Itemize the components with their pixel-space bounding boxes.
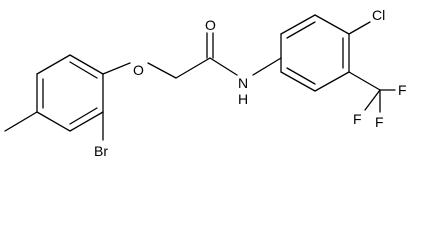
ether-oxygen-label: O: [133, 62, 144, 78]
fluorine-label-3: F: [353, 111, 362, 127]
molecule-drawing: Br O O N H Cl F F F: [4, 7, 407, 158]
left-benzene-ring: [36, 54, 104, 132]
ring-oxygen-bond: [102, 62, 131, 75]
fluorine-label-2: F: [375, 114, 384, 130]
oxygen-methylene-bond: [147, 62, 177, 79]
chlorine-label: Cl: [372, 7, 385, 23]
methyl-bond: [4, 111, 38, 132]
cf3-bond: [348, 71, 381, 91]
bromine-label: Br: [94, 143, 108, 158]
structure-diagram: Br O O N H Cl F F F: [4, 7, 407, 158]
cf3-f3-bond: [364, 89, 381, 111]
fluorine-label-1: F: [398, 82, 407, 98]
chlorine-bond: [348, 21, 371, 35]
right-benzene-ring: [280, 14, 350, 92]
carbonyl-oxygen-label: O: [205, 17, 216, 33]
amide-nitrogen-label: N: [238, 75, 248, 91]
nitrogen-ring-bond: [252, 57, 282, 76]
amide-hydrogen-label: H: [238, 91, 248, 107]
methylene-carbonyl-bond: [175, 57, 211, 79]
amide-bond: [209, 57, 238, 76]
